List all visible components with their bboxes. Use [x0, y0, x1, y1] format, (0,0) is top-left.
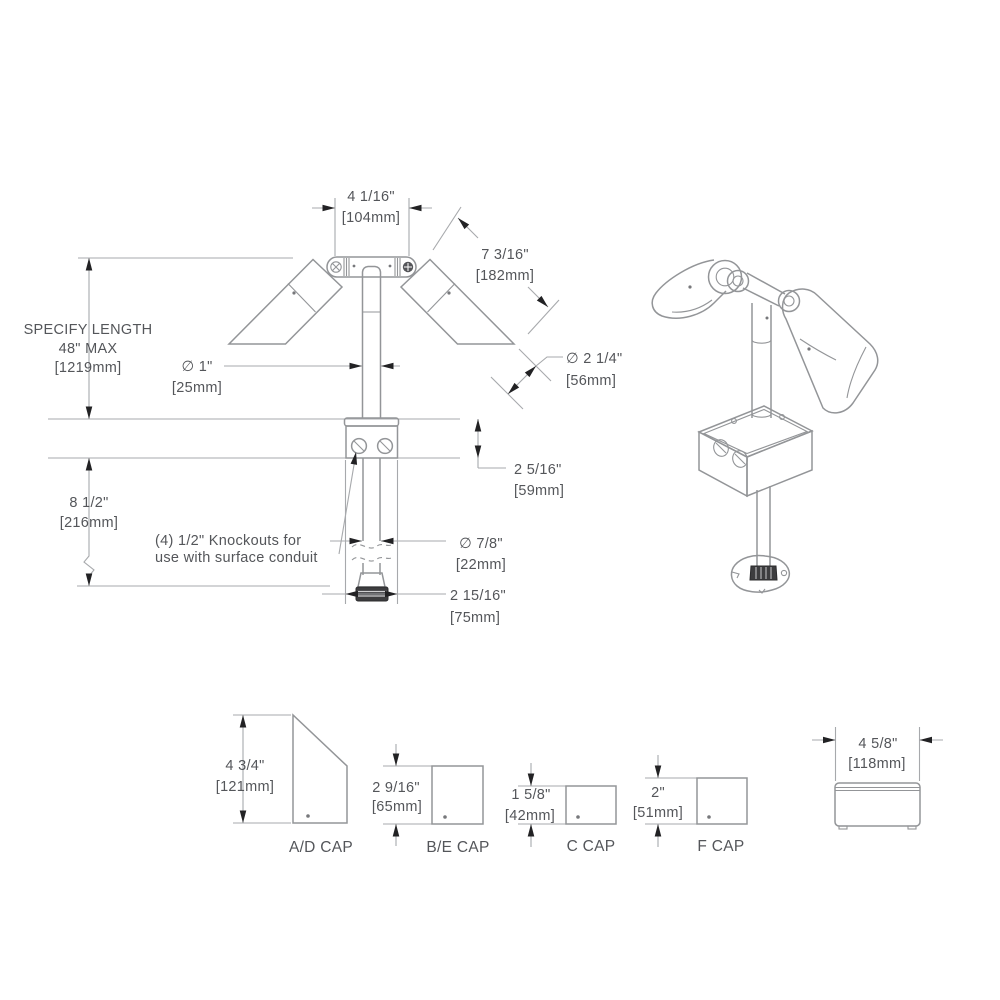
dim-pole-diameter-in: ∅ 1"	[181, 359, 212, 375]
specify-length-line3: [1219mm]	[55, 360, 122, 376]
dim-box-height-mm: [59mm]	[514, 483, 564, 499]
knockout-note-line2: use with surface conduit	[155, 550, 318, 566]
dim-lower-length-mm: [216mm]	[60, 515, 119, 531]
dim-box-height: 2 5/16" [59mm]	[474, 419, 564, 499]
cap-f: 2" [51mm] F CAP	[633, 755, 748, 855]
side-box-width-mm: [118mm]	[848, 756, 905, 772]
junction-box-front	[343, 417, 400, 459]
dim-base-width-in: 2 15/16"	[450, 588, 506, 604]
cap-f-in: 2"	[651, 785, 665, 801]
knockout-note: (4) 1/2" Knockouts for use with surface …	[155, 451, 360, 566]
joint-hatching	[343, 258, 401, 276]
specify-length-line1: SPECIFY LENGTH	[24, 322, 153, 338]
dim-pole-diameter: ∅ 1" [25mm]	[172, 359, 400, 396]
iso-view	[651, 259, 879, 594]
side-box-width-in: 4 5/8"	[858, 736, 897, 752]
dim-lower-length-in: 8 1/2"	[69, 495, 108, 511]
upper-pole	[361, 265, 382, 418]
fixture-front	[227, 256, 516, 604]
dim-box-height-in: 2 5/16"	[514, 462, 562, 478]
specify-length-line2: 48" MAX	[59, 341, 118, 357]
iso-left-head	[651, 259, 743, 319]
iso-crossbar	[742, 272, 786, 307]
side-junction-box: 4 5/8" [118mm]	[812, 727, 943, 830]
dim-head-diameter-mm: [56mm]	[566, 373, 616, 389]
left-screw	[330, 261, 342, 273]
cross-bar	[326, 256, 417, 278]
dim-base-width-mm: [75mm]	[450, 610, 500, 626]
caps-section: 4 3/4" [121mm] A/D CAP 2 9/16" [65mm] B/…	[216, 713, 943, 856]
cap-ad-in: 4 3/4"	[225, 758, 264, 774]
iso-lower-stem	[756, 486, 771, 566]
front-view: 4 1/16" [104mm] 7 3/16" [182mm] ∅ 2 1/4"…	[24, 189, 623, 626]
right-screw	[402, 261, 414, 273]
dim-top-width-in: 4 1/16"	[347, 189, 395, 205]
dim-head-length-in: 7 3/16"	[481, 247, 529, 263]
iso-threaded-collar	[749, 565, 778, 581]
iso-left-knuckle	[726, 269, 750, 293]
cap-c-in: 1 5/8"	[511, 787, 550, 803]
dim-pipe-diameter-in: ∅ 7/8"	[459, 536, 503, 552]
dim-top-width-mm: [104mm]	[342, 210, 401, 226]
dim-specify-length: SPECIFY LENGTH 48" MAX [1219mm]	[24, 258, 153, 419]
cap-ad-mm: [121mm]	[216, 779, 275, 795]
cap-be-mm: [65mm]	[372, 799, 422, 815]
knockout-screw-right	[376, 437, 394, 455]
dim-head-length: 7 3/16" [182mm]	[432, 206, 560, 335]
dim-top-width: 4 1/16" [104mm]	[312, 189, 432, 256]
cap-c-label: C CAP	[567, 838, 616, 855]
iso-pole	[751, 303, 772, 418]
cap-c-mm: [42mm]	[505, 808, 555, 824]
cap-ad-label: A/D CAP	[289, 839, 353, 856]
cap-be: 2 9/16" [65mm] B/E CAP	[372, 744, 489, 856]
reference-lines	[48, 257, 460, 587]
cap-c: 1 5/8" [42mm] C CAP	[505, 763, 617, 855]
cap-be-label: B/E CAP	[426, 839, 489, 856]
cap-ad: 4 3/4" [121mm] A/D CAP	[216, 713, 353, 856]
cap-f-mm: [51mm]	[633, 805, 683, 821]
left-lamp-head	[227, 258, 344, 345]
cap-f-label: F CAP	[697, 838, 744, 855]
cap-be-in: 2 9/16"	[372, 780, 420, 796]
knockout-note-line1: (4) 1/2" Knockouts for	[155, 533, 301, 549]
dim-head-diameter: ∅ 2 1/4" [56mm]	[490, 348, 622, 410]
dim-pipe-diameter-mm: [22mm]	[456, 557, 506, 573]
dim-pipe-diameter: ∅ 7/8" [22mm]	[330, 536, 506, 573]
dim-head-length-mm: [182mm]	[476, 268, 535, 284]
iso-base-flange	[730, 554, 791, 594]
dim-head-diameter-in: ∅ 2 1/4"	[566, 351, 622, 367]
iso-knockouts	[713, 439, 748, 468]
lower-pipe	[351, 458, 394, 602]
knockout-screw-left	[350, 437, 368, 455]
dim-lower-length: 8 1/2" [216mm]	[60, 458, 119, 586]
dim-base-width: 2 15/16" [75mm]	[322, 588, 506, 626]
right-lamp-head	[399, 258, 516, 345]
iso-right-head	[781, 288, 879, 414]
iso-junction-box	[697, 405, 814, 498]
dim-pole-diameter-mm: [25mm]	[172, 380, 222, 396]
